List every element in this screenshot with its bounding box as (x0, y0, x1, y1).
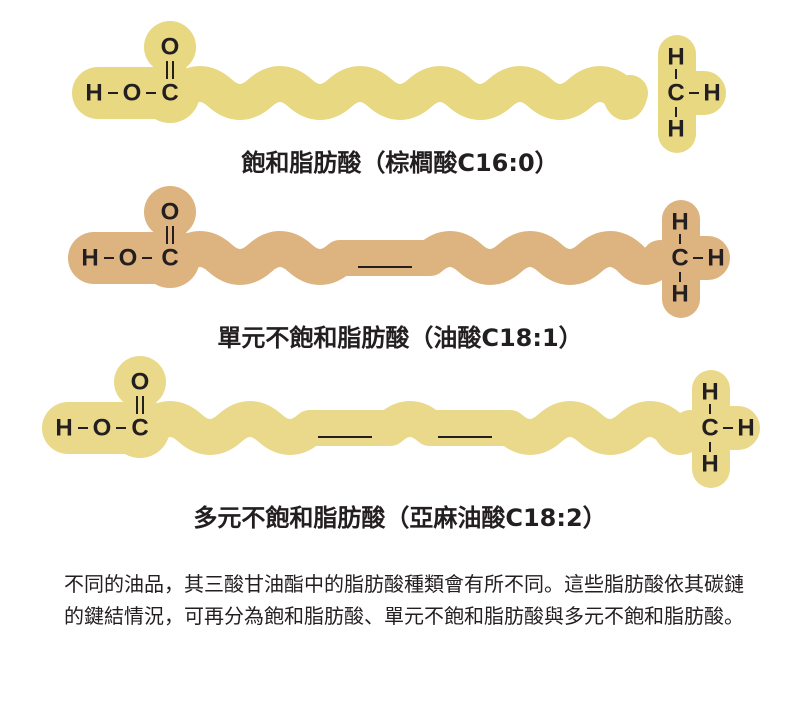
molecule-1-methyl-carbon: C (671, 245, 688, 272)
molecule-1-methyl-hydrogen-right: H (707, 245, 724, 272)
molecule-1-methyl-hydrogen-bottom: H (671, 281, 688, 308)
molecule-1-oxygen-blob (144, 186, 196, 238)
molecule-2-carbon-blob (110, 398, 170, 458)
molecule-1-carbon-chain (162, 231, 678, 285)
molecule-2-carbon-chain (132, 401, 708, 455)
molecule-1-methyl-hydrogen-top: H (671, 209, 688, 236)
molecule-1-carbon-blob (140, 228, 200, 288)
molecule-2-methyl-hydrogen-top: H (701, 379, 718, 406)
molecule-0-hydroxyl-oxygen: O (123, 80, 142, 107)
caption-saturated: 飽和脂肪酸（棕櫚酸C16:0） (241, 149, 559, 177)
molecule-0-methyl-hydrogen-top: H (667, 44, 684, 71)
molecule-2-carboxyl-carbon: C (131, 415, 148, 442)
molecule-2-methyl-hydrogen-bottom: H (701, 451, 718, 478)
molecule-0-carboxyl-carbon: C (161, 80, 178, 107)
molecule-0-carbon-chain (162, 66, 648, 120)
molecule-2-oxygen-blob (114, 356, 166, 408)
molecule-0-hydroxyl-hydrogen: H (85, 80, 102, 107)
molecule-2-methyl-hydrogen-right: H (737, 415, 754, 442)
caption-polyunsaturated: 多元不飽和脂肪酸（亞麻油酸C18:2） (193, 504, 607, 532)
molecule-1-carbonyl-oxygen: O (161, 199, 180, 226)
molecule-1-hydroxyl-oxygen: O (119, 245, 138, 272)
molecule-1-carboxyl-carbon: C (161, 245, 178, 272)
molecule-2-hydroxyl-hydrogen: H (55, 415, 72, 442)
molecule-0-carbonyl-oxygen: O (161, 34, 180, 61)
caption-monounsaturated: 單元不飽和脂肪酸（油酸C18:1） (217, 324, 583, 352)
molecule-2-carbonyl-oxygen: O (131, 369, 150, 396)
molecule-0-carbon-blob (140, 63, 200, 123)
molecule-0-methyl-hydrogen-right: H (703, 80, 720, 107)
molecule-0-oxygen-blob (144, 21, 196, 73)
description-paragraph: 不同的油品，其三酸甘油酯中的脂肪酸種類會有所不同。這些脂肪酸依其碳鏈的鍵結情況，… (64, 572, 744, 628)
molecule-2-hydroxyl-oxygen: O (93, 415, 112, 442)
molecule-1-hydroxyl-hydrogen: H (81, 245, 98, 272)
molecule-2-methyl-carbon: C (701, 415, 718, 442)
molecule-0-methyl-carbon: C (667, 80, 684, 107)
molecule-0-methyl-hydrogen-bottom: H (667, 116, 684, 143)
